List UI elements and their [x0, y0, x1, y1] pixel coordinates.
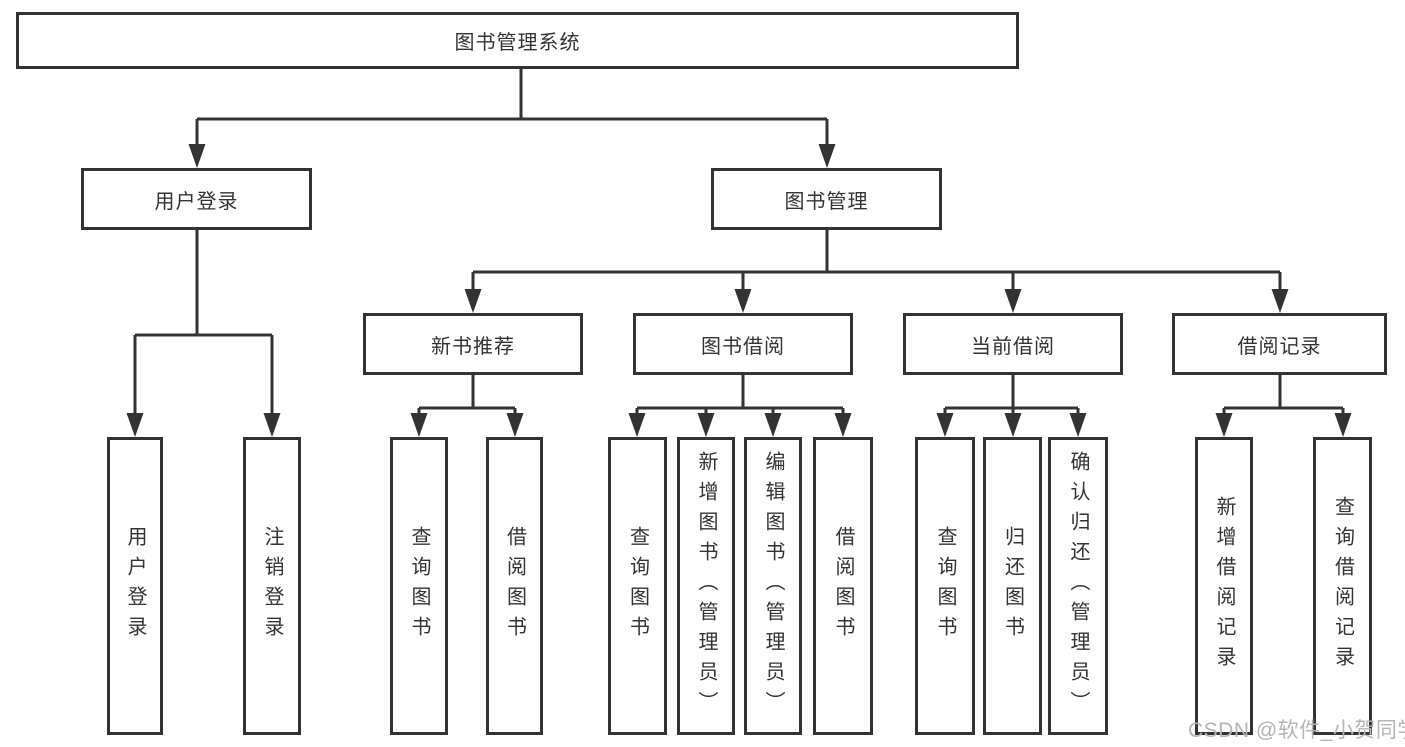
node-label: 新增图书（管理员）: [695, 451, 717, 721]
node-new-book-recommend: 新书推荐: [363, 313, 583, 375]
node-label: 用户登录: [154, 190, 239, 213]
leaf-return-books: 归还图书: [983, 437, 1042, 735]
node-current-borrowing: 当前借阅: [903, 313, 1123, 375]
leaf-confirm-return-admin: 确认归还（管理员）: [1048, 437, 1108, 735]
leaf-query-books-recommend: 查询图书: [390, 437, 448, 735]
leaf-query-books-borrowing: 查询图书: [608, 437, 667, 735]
node-label: 编辑图书（管理员）: [762, 451, 784, 721]
node-label: 图书管理系统: [454, 32, 581, 54]
leaf-logout: 注销登录: [243, 437, 301, 735]
node-label: 归还图书: [1001, 526, 1024, 646]
node-book-borrowing: 图书借阅: [633, 313, 853, 375]
node-label: 图书借阅: [701, 335, 785, 358]
node-label: 借阅图书: [832, 526, 854, 646]
csdn-watermark: CSDN @软件_小贺同学: [1188, 719, 1405, 742]
node-label: 借阅记录: [1237, 335, 1322, 358]
node-label: 图书管理: [784, 190, 869, 213]
leaf-query-borrow-record: 查询借阅记录: [1313, 437, 1372, 735]
node-borrowing-records: 借阅记录: [1172, 313, 1387, 375]
leaf-query-books-current: 查询图书: [915, 437, 975, 735]
leaf-borrow-books-borrowing: 借阅图书: [813, 437, 873, 735]
leaf-add-books-admin: 新增图书（管理员）: [677, 437, 735, 735]
node-label: 借阅图书: [503, 526, 526, 646]
node-label: 查询图书: [626, 526, 649, 646]
node-label: 确认归还（管理员）: [1067, 451, 1089, 721]
node-label: 新书推荐: [431, 335, 515, 358]
node-label: 查询图书: [934, 526, 956, 646]
node-user-login-branch: 用户登录: [81, 168, 312, 230]
node-root-system: 图书管理系统: [16, 12, 1019, 69]
leaf-add-borrow-record: 新增借阅记录: [1195, 437, 1253, 735]
node-label: 用户登录: [124, 526, 146, 646]
node-book-management-branch: 图书管理: [711, 168, 942, 230]
node-label: 注销登录: [261, 526, 283, 646]
node-label: 当前借阅: [971, 335, 1055, 358]
leaf-edit-books-admin: 编辑图书（管理员）: [744, 437, 802, 735]
leaf-borrow-books-recommend: 借阅图书: [486, 437, 543, 735]
leaf-user-login: 用户登录: [107, 437, 163, 735]
node-label: 查询图书: [408, 526, 430, 646]
node-label: 新增借阅记录: [1213, 496, 1235, 676]
node-label: 查询借阅记录: [1331, 496, 1354, 676]
